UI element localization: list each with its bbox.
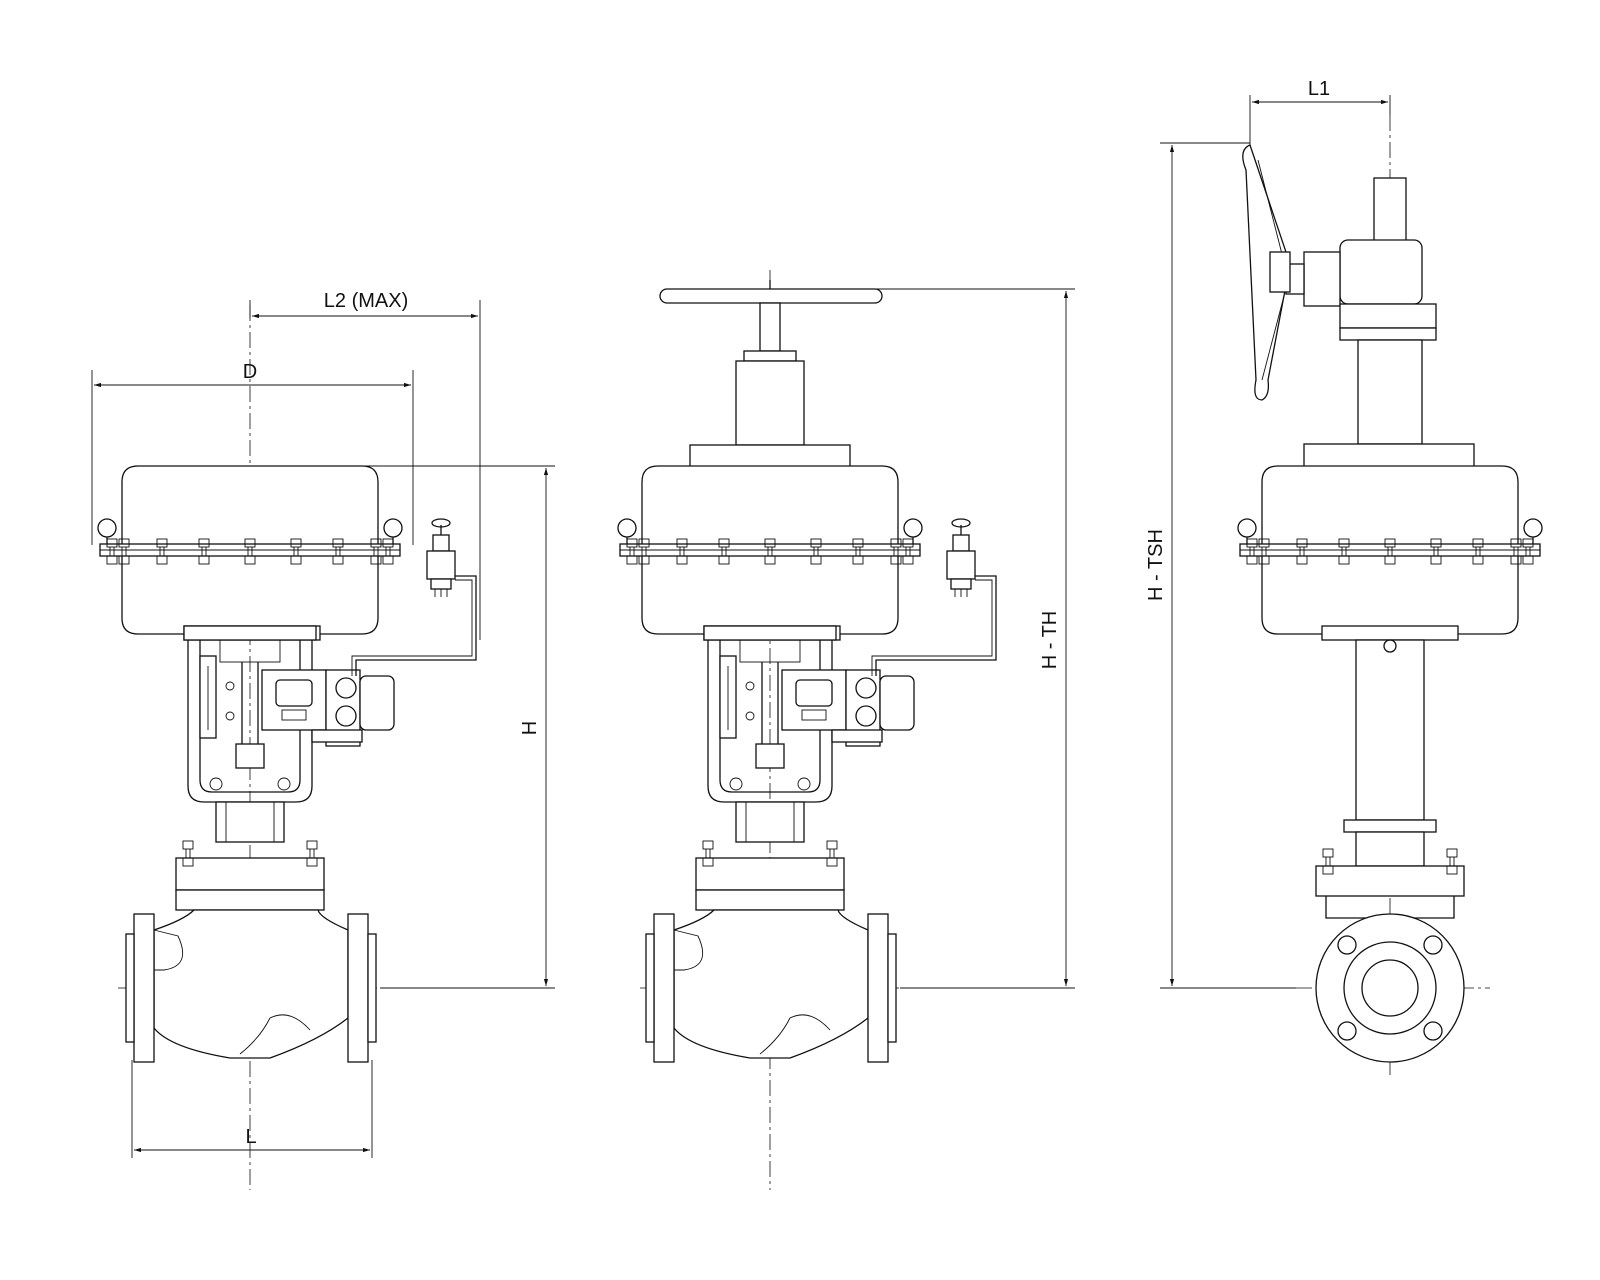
dim-l2-label: L2 (MAX) (324, 290, 408, 312)
dimension-lines (91, 95, 1391, 1158)
dim-l-label: L (245, 1126, 256, 1148)
dim-h-th-label: H - TH (1039, 611, 1061, 670)
dim-h-label: H (519, 721, 541, 735)
view-pneumatic (98, 305, 477, 1190)
view-top-handwheel (618, 270, 997, 1190)
dim-l1-label: L1 (1308, 78, 1330, 100)
dim-d-label: D (243, 361, 257, 383)
dim-h-tsh-label: H - TSH (1145, 529, 1167, 601)
view-side-handwheel (1238, 115, 1542, 1075)
